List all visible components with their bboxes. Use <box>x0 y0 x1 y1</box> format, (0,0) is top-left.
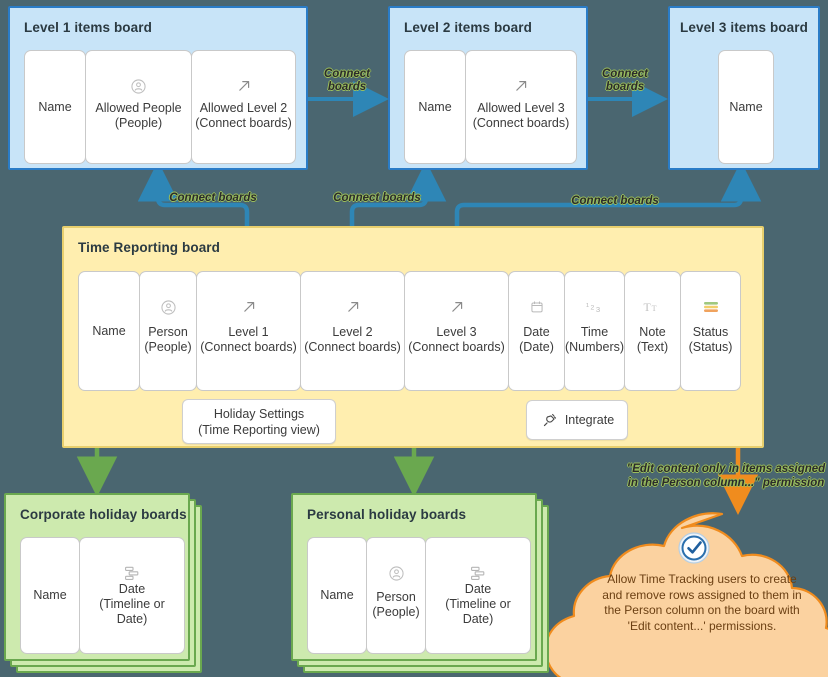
column-date-timeline[interactable]: Date (Timeline or Date) <box>425 537 531 654</box>
edge-label-connect-boards-1-2: Connect boards <box>324 68 370 93</box>
holiday-settings-label: Holiday Settings (Time Reporting view) <box>198 406 320 437</box>
status-icon <box>681 298 740 316</box>
board-time-reporting-columns: Name Person (People) <box>78 271 741 391</box>
board-level-3-columns: Name <box>718 50 774 164</box>
column-level-2[interactable]: Level 2 (Connect boards) <box>300 271 405 391</box>
column-level-1[interactable]: Level 1 (Connect boards) <box>196 271 301 391</box>
integrate-label: Integrate <box>564 413 615 427</box>
connect-boards-icon <box>466 77 576 95</box>
board-level-3[interactable]: Level 3 items board Name <box>668 6 820 170</box>
column-note[interactable]: T T Note (Text) <box>624 271 681 391</box>
column-name[interactable]: Name <box>20 537 80 654</box>
svg-text:3: 3 <box>595 305 599 314</box>
connect-boards-icon <box>197 298 300 316</box>
board-personal-holiday[interactable]: Personal holiday boards Name Person (Peo… <box>291 493 537 661</box>
edge-label-connect-boards-tr-3: Connect boards <box>571 195 659 207</box>
column-time[interactable]: 1 2 3 Time (Numbers) <box>564 271 625 391</box>
edge-label-connect-boards-2-3: Connect boards <box>602 68 648 93</box>
check-circle-icon <box>678 532 710 564</box>
board-time-reporting-title: Time Reporting board <box>78 240 221 255</box>
cloud-text: Allow Time Tracking users to create and … <box>602 572 802 633</box>
edge-label-connect-boards-tr-2: Connect boards <box>333 192 421 204</box>
permission-edge-label: "Edit content only in items assigned in … <box>626 463 826 489</box>
board-level-2-title: Level 2 items board <box>404 20 532 35</box>
timeline-icon <box>80 564 184 582</box>
text-icon: T T <box>625 298 680 316</box>
column-person[interactable]: Person (People) <box>139 271 197 391</box>
board-personal-holiday-title: Personal holiday boards <box>307 507 467 522</box>
board-level-2-columns: Name Allowed Level 3 (Connect boards) <box>404 50 577 164</box>
plug-icon <box>542 413 557 428</box>
column-status[interactable]: Status (Status) <box>680 271 741 391</box>
board-corporate-holiday-columns: Name Date (Timeline or Date) <box>20 537 185 654</box>
person-icon <box>140 298 196 316</box>
edge-label-connect-boards-tr-1: Connect boards <box>169 192 257 204</box>
timeline-icon <box>426 564 530 582</box>
connect-boards-icon <box>301 298 404 316</box>
column-person[interactable]: Person (People) <box>366 537 426 654</box>
node-holiday-settings[interactable]: Holiday Settings (Time Reporting view) <box>182 399 336 444</box>
connect-boards-icon <box>405 298 508 316</box>
column-date[interactable]: Date (Date) <box>508 271 565 391</box>
column-date-timeline[interactable]: Date (Timeline or Date) <box>79 537 185 654</box>
board-level-2[interactable]: Level 2 items board Name Allowed Level 3… <box>388 6 588 170</box>
column-name[interactable]: Name <box>78 271 140 391</box>
svg-text:1: 1 <box>585 303 588 309</box>
svg-text:T: T <box>643 300 651 314</box>
person-icon <box>86 77 191 95</box>
board-level-1-columns: Name Allowed People (People) <box>24 50 296 164</box>
numbers-icon: 1 2 3 <box>565 298 624 316</box>
node-integrate[interactable]: Integrate <box>526 400 628 440</box>
board-level-3-title: Level 3 items board <box>680 20 808 35</box>
connect-boards-icon <box>192 77 295 95</box>
svg-text:T: T <box>651 304 656 313</box>
cloud-annotation: Allow Time Tracking users to create and … <box>578 504 826 674</box>
column-allowed-people[interactable]: Allowed People (People) <box>85 50 192 164</box>
column-level-3[interactable]: Level 3 (Connect boards) <box>404 271 509 391</box>
column-name[interactable]: Name <box>718 50 774 164</box>
column-allowed-level-2[interactable]: Allowed Level 2 (Connect boards) <box>191 50 296 164</box>
board-level-1-title: Level 1 items board <box>24 20 152 35</box>
column-allowed-level-3[interactable]: Allowed Level 3 (Connect boards) <box>465 50 577 164</box>
column-name[interactable]: Name <box>307 537 367 654</box>
column-name[interactable]: Name <box>24 50 86 164</box>
board-level-1[interactable]: Level 1 items board Name Allowed People … <box>8 6 308 170</box>
person-icon <box>367 564 425 582</box>
board-corporate-holiday-title: Corporate holiday boards <box>20 507 187 522</box>
calendar-icon <box>509 298 564 316</box>
column-name[interactable]: Name <box>404 50 466 164</box>
svg-text:2: 2 <box>590 305 594 312</box>
board-corporate-holiday[interactable]: Corporate holiday boards Name Date (Time… <box>4 493 190 661</box>
board-time-reporting[interactable]: Time Reporting board Name Person (People… <box>62 226 764 448</box>
board-personal-holiday-columns: Name Person (People) <box>307 537 531 654</box>
